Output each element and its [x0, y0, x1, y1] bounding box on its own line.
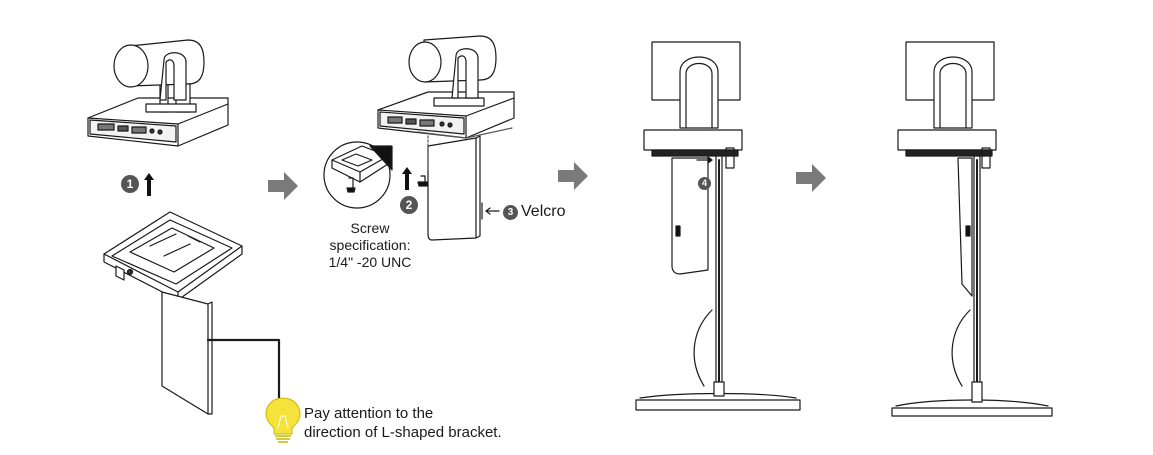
step-arrow-icon	[268, 162, 826, 200]
screw-icon	[417, 175, 429, 187]
stand-with-camera-illustration	[635, 41, 801, 411]
step-1-badge: 1	[121, 175, 139, 193]
velcro-label: Velcro	[521, 203, 566, 220]
tip-line: Pay attention to the	[304, 405, 434, 422]
screw-spec-line: specification:	[329, 237, 411, 253]
bulb-icon	[265, 397, 301, 443]
screw-spec-note: Screw specification: 1/4" -20 UNC	[312, 220, 428, 271]
step-2-badge: 2	[400, 196, 418, 214]
step-3-badge: 3	[503, 205, 518, 220]
screw-spec-line: 1/4" -20 UNC	[328, 254, 412, 270]
camera-illustration	[323, 35, 515, 241]
bracket-illustration	[103, 211, 281, 415]
camera-illustration	[87, 39, 229, 147]
tip-line: direction of L-shaped bracket.	[304, 424, 502, 441]
left-arrow-icon	[481, 202, 500, 220]
up-arrow-icon	[144, 167, 412, 196]
stand-with-camera-illustration	[891, 41, 1053, 417]
screw-spec-line: Screw	[350, 220, 390, 236]
tip-note: Pay attention to the direction of L-shap…	[304, 404, 502, 442]
step-4-badge: 4	[698, 177, 711, 190]
